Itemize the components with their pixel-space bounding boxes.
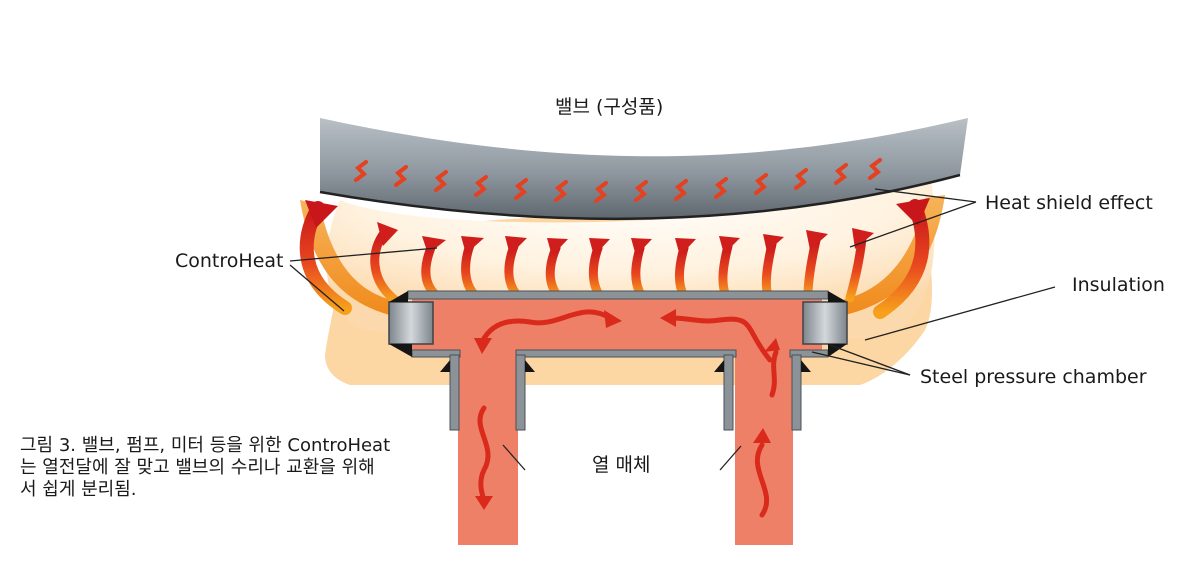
label-steel-pressure-chamber: Steel pressure chamber (920, 366, 1147, 388)
valve-body (320, 118, 968, 219)
steel-pressure-chamber (407, 290, 829, 431)
chamber-cap-left (388, 301, 434, 345)
leader-lines (289, 188, 1056, 471)
heat-shield-flames (354, 158, 882, 203)
label-heat-medium: 열 매체 (592, 454, 651, 476)
flow-arrow-heads (474, 309, 780, 510)
valve-underside (319, 173, 961, 221)
caption-line: 서 쉽게 분리됨. (20, 479, 137, 500)
outer-arrow-right-head (896, 198, 930, 226)
label-valve: 밸브 (구성품) (555, 96, 664, 118)
figure-caption: 그림 3. 밸브, 펌프, 미터 등을 위한 ControHeat 는 열전달에… (20, 435, 430, 501)
label-heat-shield: Heat shield effect (985, 192, 1153, 214)
heat-medium-pipe-left (458, 330, 518, 545)
controheat-left-shell (300, 200, 392, 315)
chamber-cap-right (802, 301, 848, 345)
flow-arrows (477, 309, 779, 518)
label-controheat: ControHeat (175, 250, 284, 272)
caption-line: 그림 3. 밸브, 펌프, 미터 등을 위한 ControHeat (20, 435, 391, 456)
chamber-corner-wedges (389, 291, 847, 372)
outer-arrow-left-head (305, 200, 338, 228)
label-insulation: Insulation (1072, 274, 1165, 296)
caption-line: 는 열전달에 잘 맞고 밸브의 수리나 교환을 위해 (20, 457, 375, 478)
